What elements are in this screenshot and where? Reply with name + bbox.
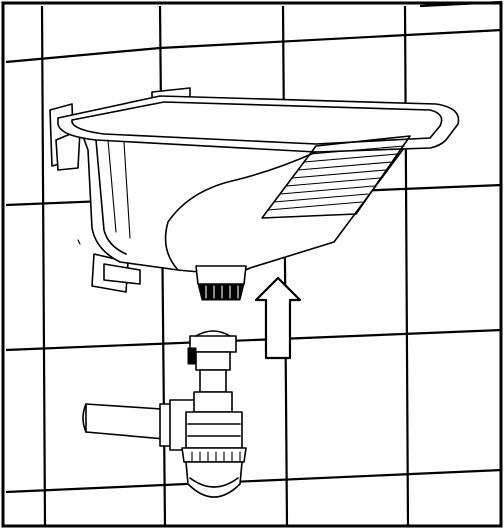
- drain-outlet: [195, 265, 247, 301]
- utility-sink: [57, 87, 460, 274]
- bottle-trap-grip: [191, 451, 241, 463]
- washboard-ribs: [267, 145, 405, 211]
- bottle-trap: [82, 330, 247, 498]
- wall-bracket-lower: [91, 253, 141, 293]
- up-arrow-icon: [254, 276, 302, 360]
